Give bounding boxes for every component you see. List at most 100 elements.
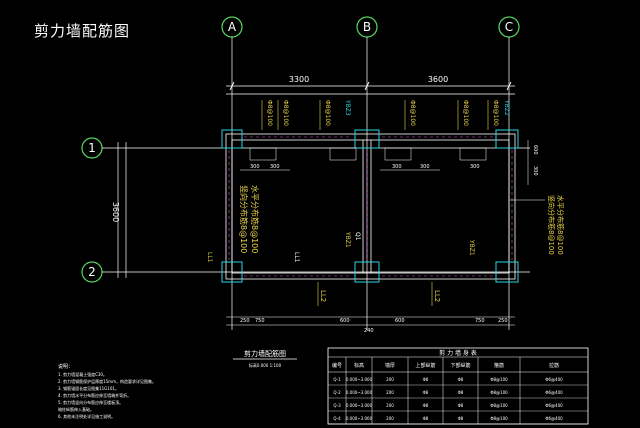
table-cell: 200: [386, 403, 394, 408]
table-cell: Q-1: [333, 377, 341, 382]
table-cell: Φ8: [423, 390, 429, 395]
table-header-1: 标高: [354, 362, 364, 369]
label-lb1: LL1: [206, 252, 213, 263]
note-vertical-bars: 竖向分布筋8@100: [239, 185, 249, 253]
dim-300-r: 300: [532, 166, 538, 176]
dim-600: 600: [532, 145, 538, 155]
table-cell: Φ8: [458, 377, 464, 382]
callout-c2: Φ8@100: [282, 100, 289, 126]
left-dimensions: 3600: [111, 142, 127, 278]
axis-2-label: 2: [88, 265, 96, 279]
table-cell: Φ8: [423, 403, 429, 408]
dim-bottom-f: 250: [498, 318, 508, 324]
table-cell: Φ8: [458, 403, 464, 408]
table-cell: 0.000~3.000: [346, 390, 373, 395]
table-header-5: 箍筋: [494, 362, 504, 369]
schedule-table: 剪 力 墙 身 表 编号 标高 墙厚 上部纵筋 下部纵筋 箍筋 拉筋 Q-1 0.000~3.0…: [327, 347, 589, 425]
table-cell: Φ8@100: [490, 390, 508, 395]
label-q1: Q1: [354, 232, 361, 241]
table-header-4: 下部纵筋: [450, 362, 470, 369]
table-cell: Φ6@400: [545, 377, 563, 382]
dim-bottom-a: 250: [240, 318, 250, 324]
callout-c8: YBZ2: [503, 99, 510, 116]
table-header-3: 上部纵筋: [415, 362, 435, 369]
note-6: 暗柱纵筋伸入基础。: [58, 406, 94, 412]
notes-heading: 说明：: [58, 363, 73, 370]
table-cell: Φ6@400: [545, 416, 563, 421]
dim-span-12: 3600: [111, 202, 120, 222]
callout-c6: Φ8@100: [492, 100, 499, 126]
axis-1-label: 1: [88, 141, 96, 155]
axis-b-label: B: [363, 20, 371, 34]
wall-notes: 竖向分布筋8@100 水平分布筋8@100 竖向分布筋8@100 水平分布筋8@…: [239, 185, 565, 255]
table-cell: Φ6@400: [545, 390, 563, 395]
bottom-dimensions: 250 750 600 600 750 250 240: [226, 316, 515, 334]
label-lb3: LL2: [319, 290, 327, 302]
note-4: 4. 剪力墙水平分布筋应伸至墙端并弯折。: [58, 392, 131, 398]
table-cell: Φ8@100: [490, 377, 508, 382]
dim-300-c: 300: [392, 164, 402, 170]
dim-bottom-e: 750: [475, 318, 485, 324]
callout-c7: YBZ3: [344, 99, 351, 116]
table-cell: 200: [386, 390, 394, 395]
dim-bottom-mid: 240: [364, 328, 374, 334]
callout-c9: YBZ1: [344, 231, 351, 248]
table-cell: Φ8@100: [490, 416, 508, 421]
table-cell: 0.000~3.000: [346, 416, 373, 421]
table-header-6: 拉筋: [549, 362, 559, 369]
table-header-2: 墙厚: [385, 362, 395, 369]
table-cell: 200: [386, 416, 394, 421]
note-right-horizontal: 水平分布筋8@100: [556, 195, 565, 255]
dim-span-bc: 3600: [428, 75, 448, 84]
axis-c-label: C: [505, 20, 513, 34]
axis-a-label: A: [228, 20, 237, 34]
note-horizontal-bars: 水平分布筋8@100: [250, 185, 260, 253]
callout-c4: Φ8@100: [409, 100, 416, 126]
note-right-vertical: 竖向分布筋8@100: [547, 195, 556, 255]
table-cell: Q-4: [333, 416, 341, 421]
top-callouts: Φ8@100 Φ8@100 Φ8@100 Φ8@100 Φ8@100 Φ8@10…: [261, 99, 510, 130]
wall-plan: [221, 129, 519, 283]
dim-bottom-c: 600: [340, 318, 350, 324]
table-cell: Q-3: [333, 403, 341, 408]
notes-block: 说明： 1. 剪力墙混凝土强度C30。 2. 剪力墙钢筋保护层厚度15mm，构造…: [58, 363, 156, 419]
label-lb3-b: LL2: [433, 290, 441, 302]
table-header-0: 编号: [332, 362, 342, 369]
note-7: 6. 其他未注明处详见施工说明。: [58, 413, 115, 419]
table-title: 剪 力 墙 身 表: [439, 349, 477, 357]
table-cell: Φ8: [423, 377, 429, 382]
table-cell: Φ6@400: [545, 403, 563, 408]
label-lb2: LL1: [293, 252, 300, 263]
plan-scale: 标高0.000 1:100: [249, 362, 282, 368]
table-cell: Φ8@100: [490, 403, 508, 408]
table-cell: Φ8: [458, 390, 464, 395]
callout-c1: Φ8@100: [266, 100, 273, 126]
callout-c5: Φ8@100: [462, 100, 469, 126]
dim-bottom-d: 600: [395, 318, 405, 324]
dim-bottom-b: 750: [255, 318, 265, 324]
table-cell: Φ8: [458, 416, 464, 421]
table-cell: 200: [386, 377, 394, 382]
dim-300-e: 300: [470, 164, 480, 170]
table-cell: Q-2: [333, 390, 341, 395]
note-1: 1. 剪力墙混凝土强度C30。: [58, 371, 107, 377]
note-5: 5. 剪力墙竖向分布筋应伸至楼板顶。: [58, 399, 123, 405]
drawing-title: 剪力墙配筋图: [34, 22, 131, 40]
table-cell: Φ8: [423, 416, 429, 421]
axis-grid: A B C 1 2: [81, 16, 530, 330]
inner-dims: 300 300 300 300 300 600 300: [240, 140, 538, 185]
table-cell: 0.000~3.000: [346, 403, 373, 408]
plan-title-block: 剪力墙配筋图 标高0.000 1:100: [233, 349, 297, 368]
dim-300-b: 300: [270, 164, 280, 170]
dim-300-a: 300: [250, 164, 260, 170]
note-2: 2. 剪力墙钢筋保护层厚度15mm，构造要求详见图集。: [58, 378, 156, 384]
plan-title: 剪力墙配筋图: [244, 349, 286, 358]
table-cell: 0.000~3.000: [346, 377, 373, 382]
callout-c10: YBZ1: [468, 239, 475, 256]
dim-span-ab: 3300: [289, 75, 309, 84]
interior-labels: YBZ1 Q1 YBZ1 LL1 LL1 LL2 LL2: [206, 231, 475, 306]
callout-c3: Φ8@100: [324, 100, 331, 126]
dim-300-d: 300: [420, 164, 430, 170]
top-dimensions: 3300 3600: [226, 75, 515, 95]
